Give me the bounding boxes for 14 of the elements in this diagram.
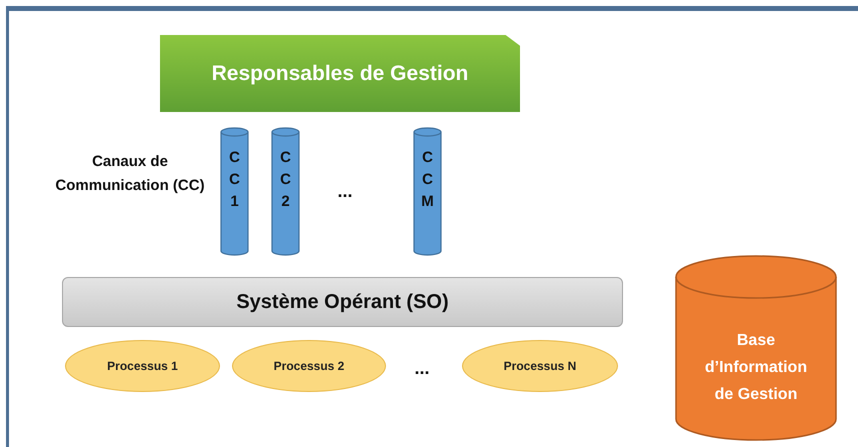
database-label: Base d’Information de Gestion (704, 331, 808, 405)
ellipsis: ... (413, 357, 430, 380)
bar-title: Système Opérant (SO) (236, 290, 449, 315)
process-label: Processus N (504, 358, 576, 375)
channel-label: CCM (420, 148, 435, 212)
group-label: Canaux de Communication (CC) (55, 152, 205, 196)
process-label: Processus 2 (274, 358, 344, 375)
ellipsis: ... (336, 180, 354, 203)
channel-label: CC1 (228, 148, 241, 212)
banner-title: Responsables de Gestion (212, 60, 468, 87)
channel-label: CC2 (279, 148, 292, 212)
process-label: Processus 1 (107, 358, 178, 375)
system-bar (62, 277, 623, 327)
banner-box (160, 35, 520, 112)
